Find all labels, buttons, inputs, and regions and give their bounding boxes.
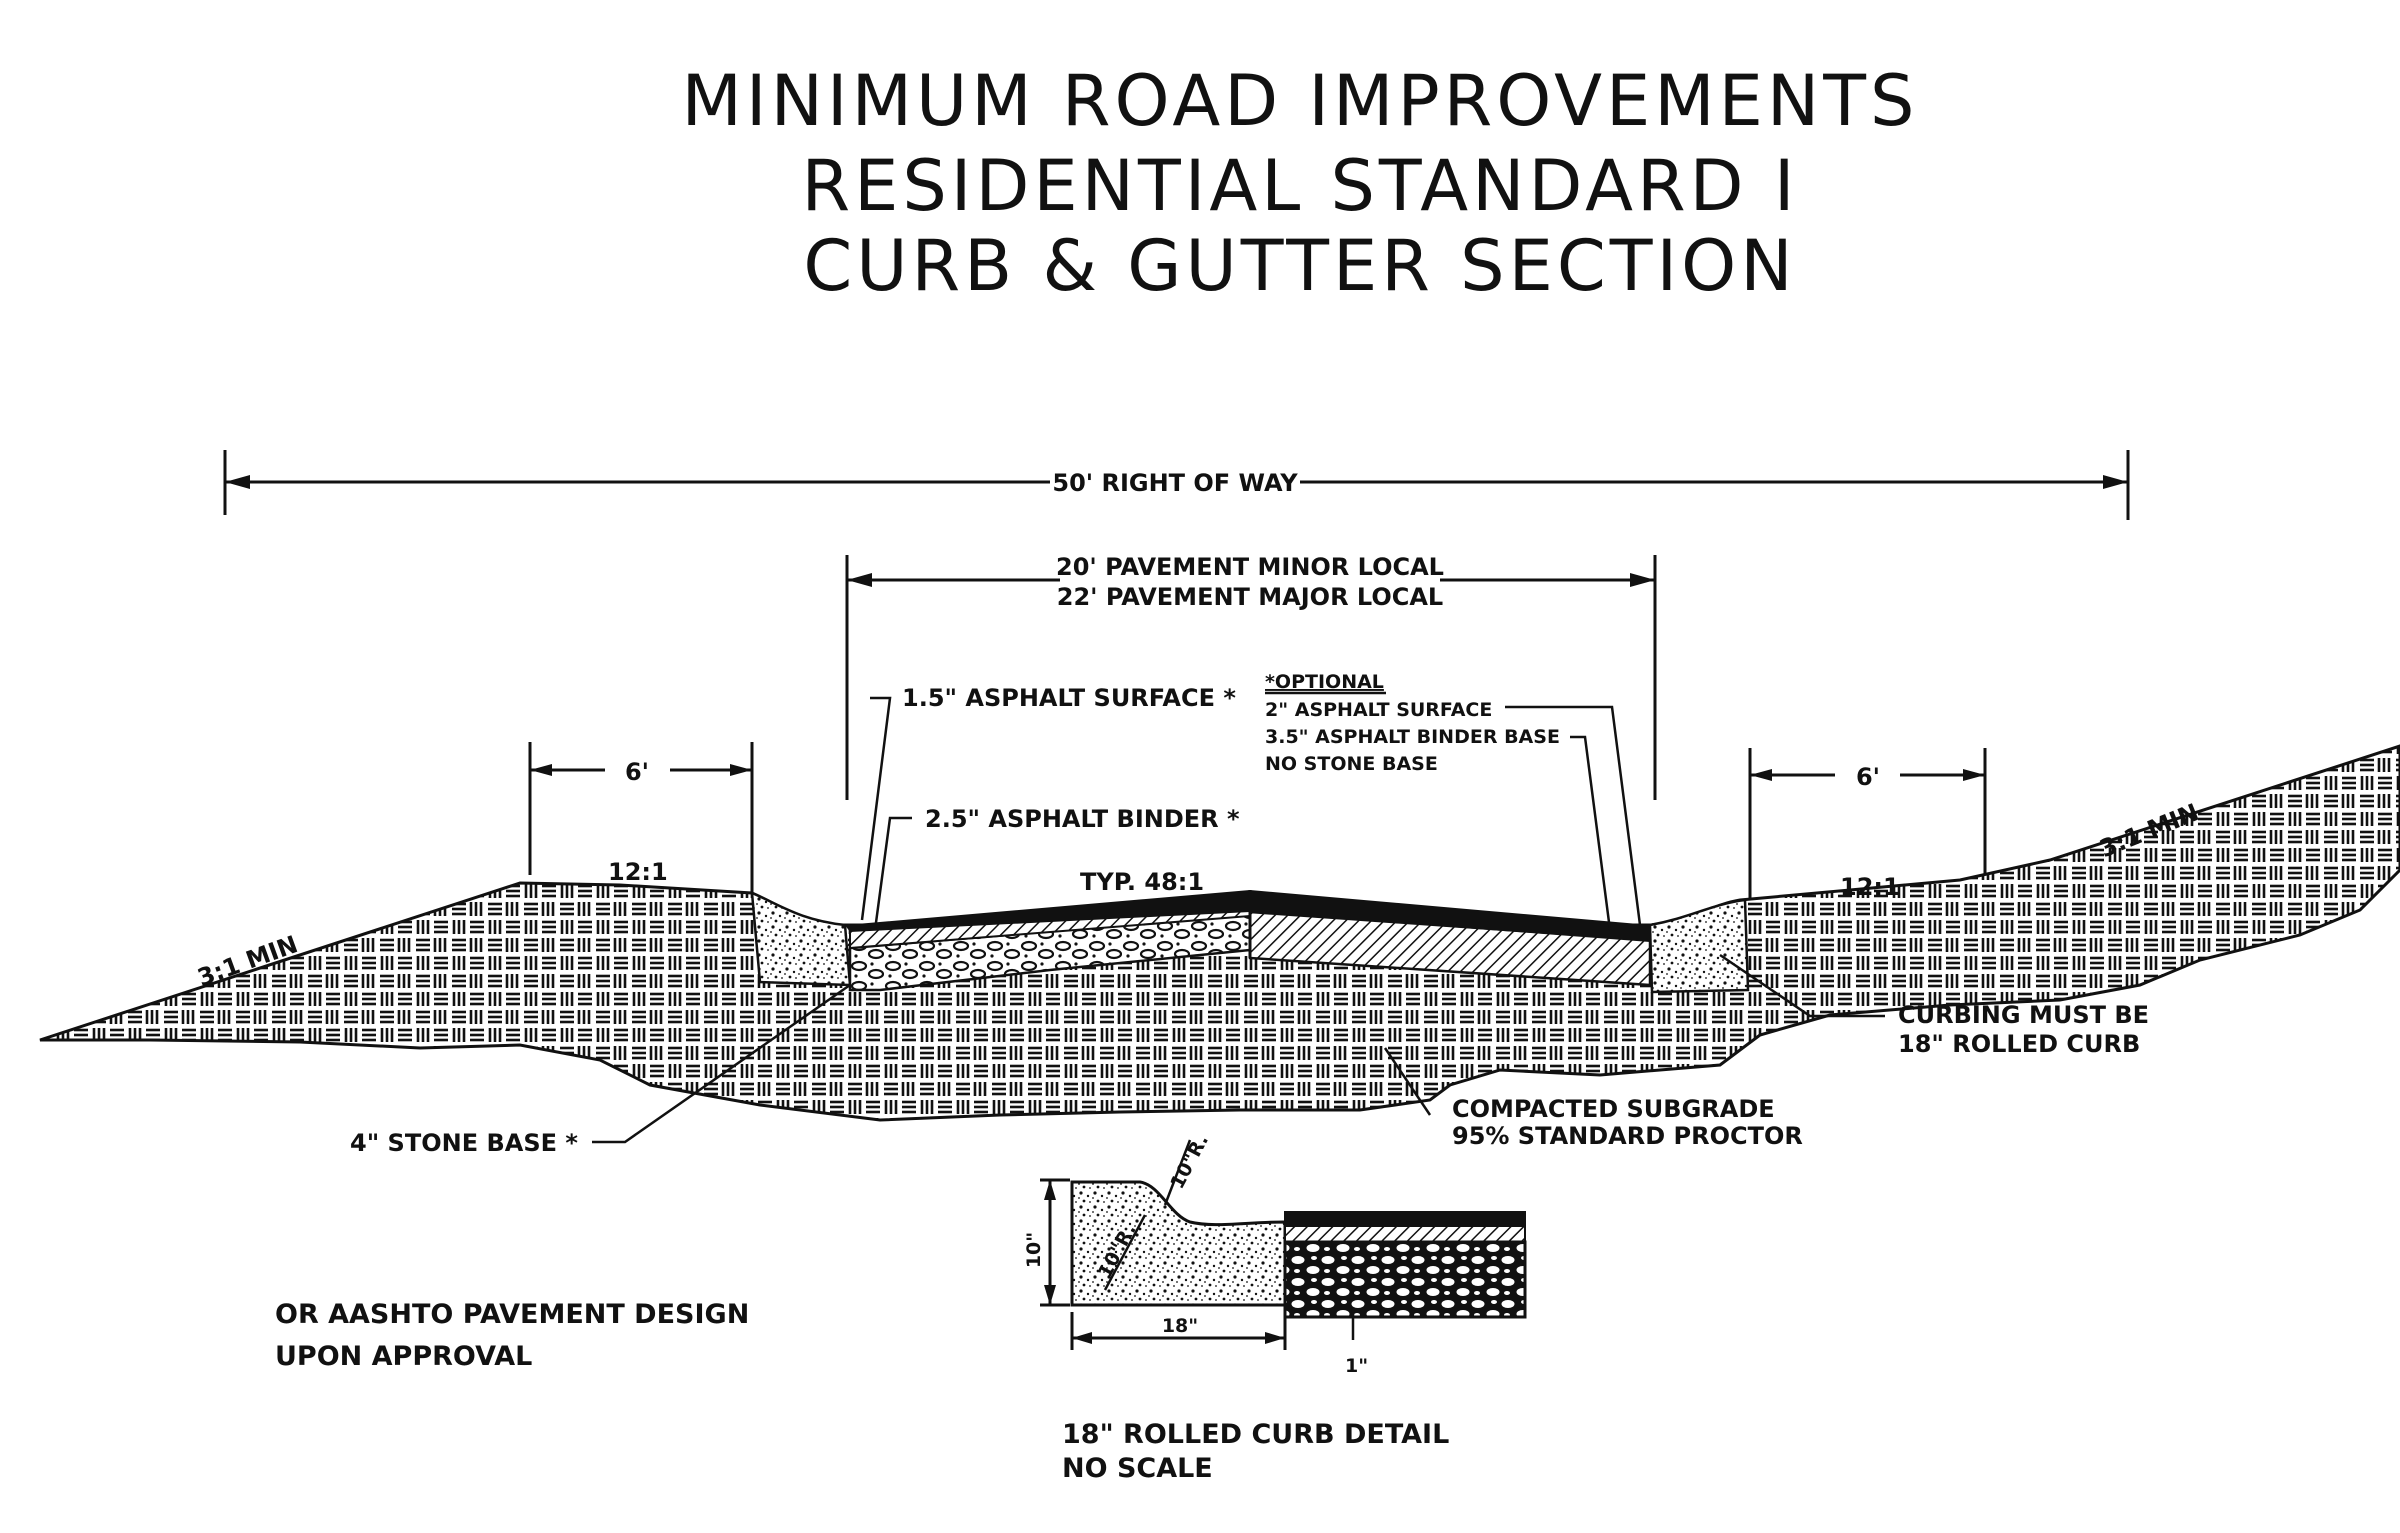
subgrade-callout-2: 95% STANDARD PROCTOR [1452, 1122, 1803, 1150]
aashto-note-2: UPON APPROVAL [275, 1341, 532, 1372]
title-line-2: RESIDENTIAL STANDARD I [802, 145, 1799, 227]
ground-section [39, 744, 2400, 1122]
left-shoulder-label: 6' [625, 758, 649, 786]
optional-line-2: 3.5" ASPHALT BINDER BASE [1265, 726, 1560, 748]
curbing-callout-2: 18" ROLLED CURB [1898, 1030, 2140, 1058]
crown-slope-label: TYP. 48:1 [1080, 868, 1204, 896]
notes: OR AASHTO PAVEMENT DESIGN UPON APPROVAL [275, 1299, 749, 1372]
rolled-curb-detail: 10"R. 10"R. 10" 18" 1" 18" ROLLED CURB D… [1023, 1131, 1527, 1484]
detail-offset-label: 1" [1345, 1355, 1368, 1377]
subgrade-callout-1: COMPACTED SUBGRADE [1452, 1095, 1775, 1123]
title-line-3: CURB & GUTTER SECTION [803, 225, 1796, 307]
callouts: 1.5" ASPHALT SURFACE * 2.5" ASPHALT BIND… [350, 671, 2149, 1157]
left-shoulder-dimension: 6' [528, 742, 754, 895]
detail-caption-1: 18" ROLLED CURB DETAIL [1062, 1419, 1449, 1450]
curbing-callout-1: CURBING MUST BE [1898, 1001, 2149, 1029]
detail-caption-2: NO SCALE [1062, 1453, 1213, 1484]
detail-radius-top: 10"R. [1166, 1131, 1213, 1193]
right-curb [1648, 898, 1750, 994]
right-shoulder-slope-label: 12:1 [1840, 873, 1900, 901]
asphalt-surface [845, 890, 1650, 942]
left-curb [750, 891, 852, 987]
left-shoulder-slope-label: 12:1 [608, 858, 668, 886]
detail-stone [1283, 1240, 1527, 1319]
optional-line-3: NO STONE BASE [1265, 753, 1438, 775]
pavement-minor-label: 20' PAVEMENT MINOR LOCAL [1056, 553, 1444, 581]
detail-height-label: 10" [1023, 1232, 1045, 1268]
detail-curb [1070, 1180, 1287, 1307]
right-shoulder-dimension: 6' [1748, 748, 1987, 905]
asphalt-binder-callout: 2.5" ASPHALT BINDER * [925, 805, 1240, 833]
right-of-way-label: 50' RIGHT OF WAY [1052, 469, 1298, 497]
right-of-way-dimension: 50' RIGHT OF WAY [223, 450, 2130, 520]
aashto-note-1: OR AASHTO PAVEMENT DESIGN [275, 1299, 749, 1330]
title-line-1: MINIMUM ROAD IMPROVEMENTS [682, 60, 1919, 142]
right-shoulder-label: 6' [1856, 763, 1880, 791]
detail-binder [1284, 1225, 1526, 1243]
title-block: MINIMUM ROAD IMPROVEMENTS RESIDENTIAL ST… [682, 60, 1919, 307]
stone-base-callout: 4" STONE BASE * [350, 1129, 578, 1157]
optional-heading: *OPTIONAL [1265, 671, 1384, 693]
pavement-width-dimension: 20' PAVEMENT MINOR LOCAL 22' PAVEMENT MA… [845, 553, 1657, 800]
pavement-major-label: 22' PAVEMENT MAJOR LOCAL [1057, 583, 1443, 611]
asphalt-surface-callout: 1.5" ASPHALT SURFACE * [902, 684, 1236, 712]
optional-line-1: 2" ASPHALT SURFACE [1265, 699, 1492, 721]
detail-width-label: 18" [1162, 1315, 1198, 1337]
